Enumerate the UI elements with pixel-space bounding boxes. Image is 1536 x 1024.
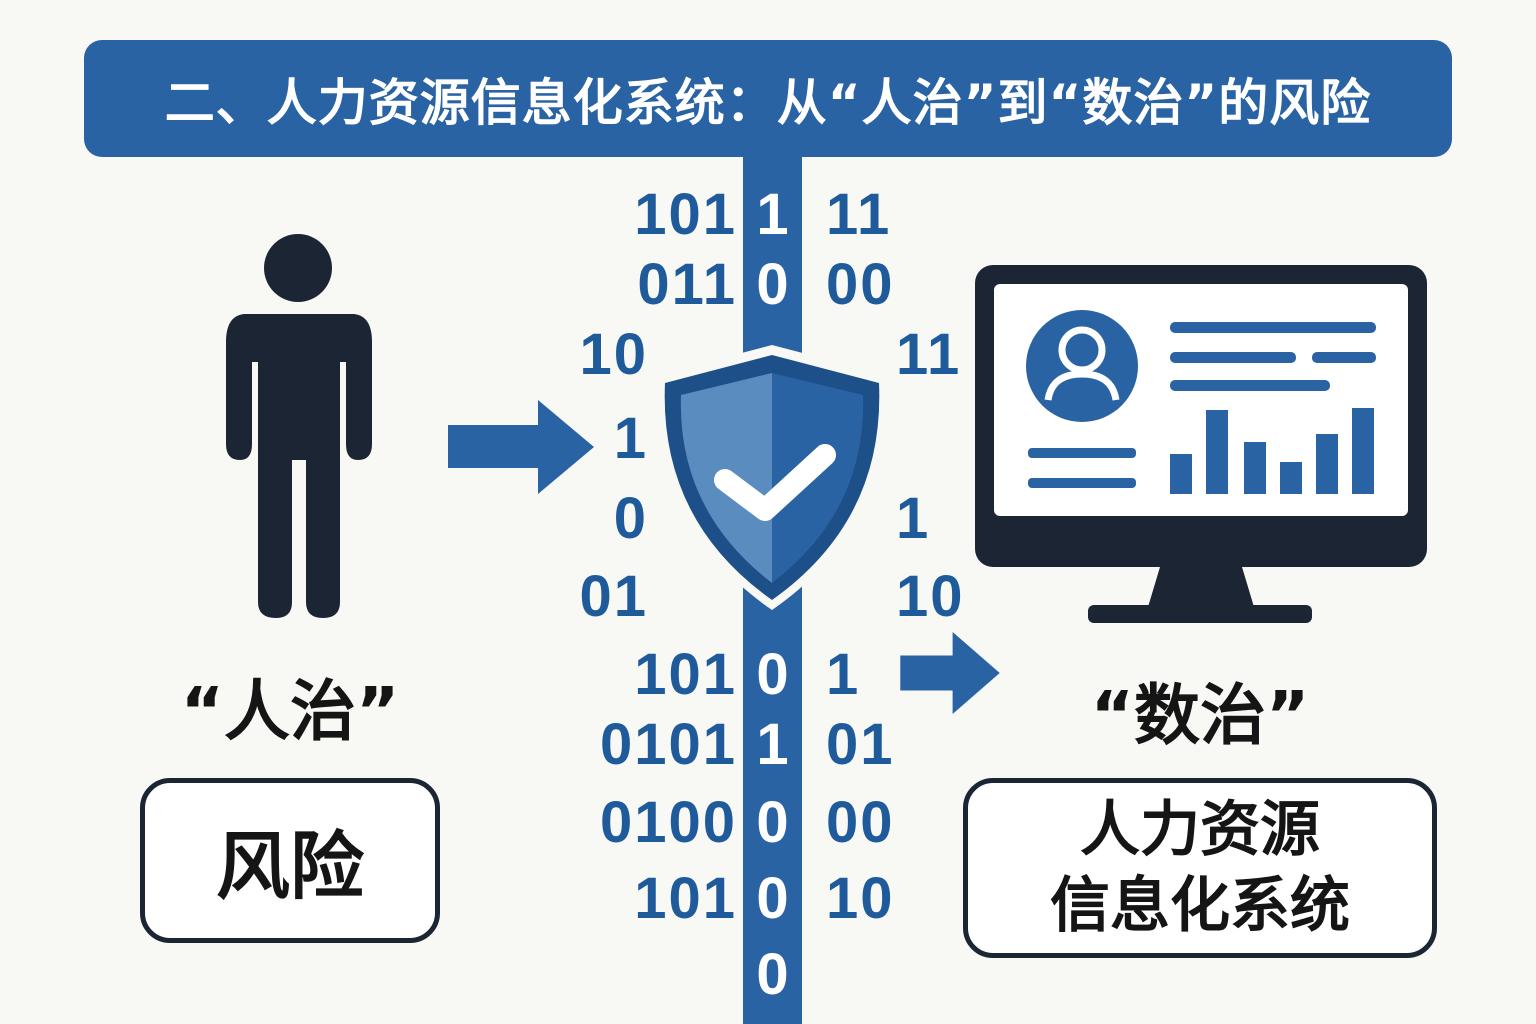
arrow-right-icon xyxy=(900,632,1000,714)
monitor-dashboard-icon xyxy=(975,265,1427,623)
hr-system-box: 人力资源 信息化系统 xyxy=(963,778,1437,958)
binary-digits: 1 xyxy=(896,486,931,551)
binary-digits: 0 xyxy=(756,866,789,931)
binary-digits: 00 xyxy=(826,790,895,855)
binary-digits: 0 xyxy=(756,942,789,1007)
shield-check-icon xyxy=(657,345,888,610)
data-governance-label: “数治” xyxy=(1090,677,1310,754)
binary-digits: 10 xyxy=(826,866,895,931)
binary-digits: 00 xyxy=(826,252,895,317)
binary-digits: 1 xyxy=(756,712,789,777)
binary-digits: 011 xyxy=(637,252,737,317)
human-governance-label: “人治” xyxy=(180,673,400,750)
binary-digits: 0100 xyxy=(599,790,737,855)
binary-digits: 01 xyxy=(579,564,648,629)
binary-digits: 0 xyxy=(756,642,789,707)
hr-system-line2: 信息化系统 xyxy=(1050,871,1350,941)
binary-digits: 101 xyxy=(634,642,737,707)
binary-digits: 0 xyxy=(756,790,789,855)
binary-digits: 101 xyxy=(634,182,737,247)
arrow-right-icon xyxy=(448,400,594,494)
risk-box: 风险 xyxy=(140,778,440,943)
page-title: 二、人力资源信息化系统：从“人治”到“数治”的风险 xyxy=(84,40,1452,157)
binary-digits: 11 xyxy=(826,182,892,247)
binary-digits: 10 xyxy=(896,564,965,629)
binary-digits: 01 xyxy=(826,712,895,777)
hr-system-line1: 人力资源 xyxy=(1080,795,1320,865)
binary-digits: 0 xyxy=(613,486,648,551)
binary-digits: 101 xyxy=(634,866,737,931)
binary-digits: 1 xyxy=(826,642,861,707)
binary-digits: 1 xyxy=(613,406,648,471)
binary-digits: 1 xyxy=(756,182,789,247)
risk-text: 风险 xyxy=(216,824,364,910)
person-icon xyxy=(226,234,372,618)
binary-digits: 11 xyxy=(896,322,962,387)
binary-digits: 10 xyxy=(579,322,648,387)
binary-digits: 0101 xyxy=(599,712,737,777)
binary-digits: 0 xyxy=(756,252,789,317)
